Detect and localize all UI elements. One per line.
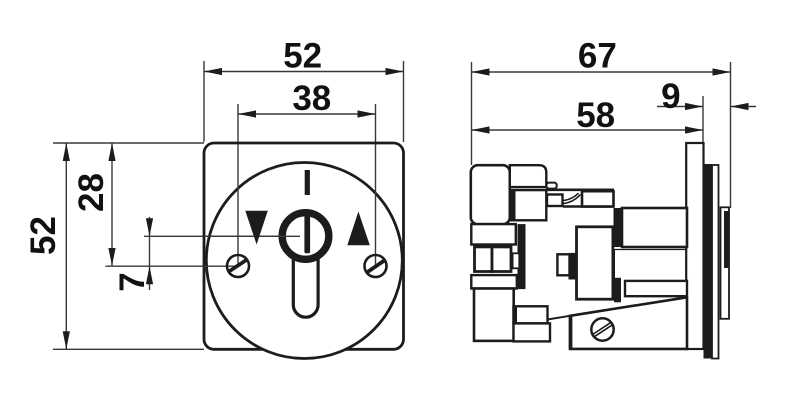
svg-text:52: 52 — [24, 216, 63, 255]
svg-text:52: 52 — [283, 37, 322, 76]
svg-text:38: 38 — [292, 79, 331, 118]
svg-text:7: 7 — [113, 272, 152, 291]
svg-text:28: 28 — [72, 173, 111, 212]
svg-text:67: 67 — [578, 37, 617, 76]
svg-text:58: 58 — [576, 96, 615, 135]
svg-text:9: 9 — [661, 77, 680, 116]
